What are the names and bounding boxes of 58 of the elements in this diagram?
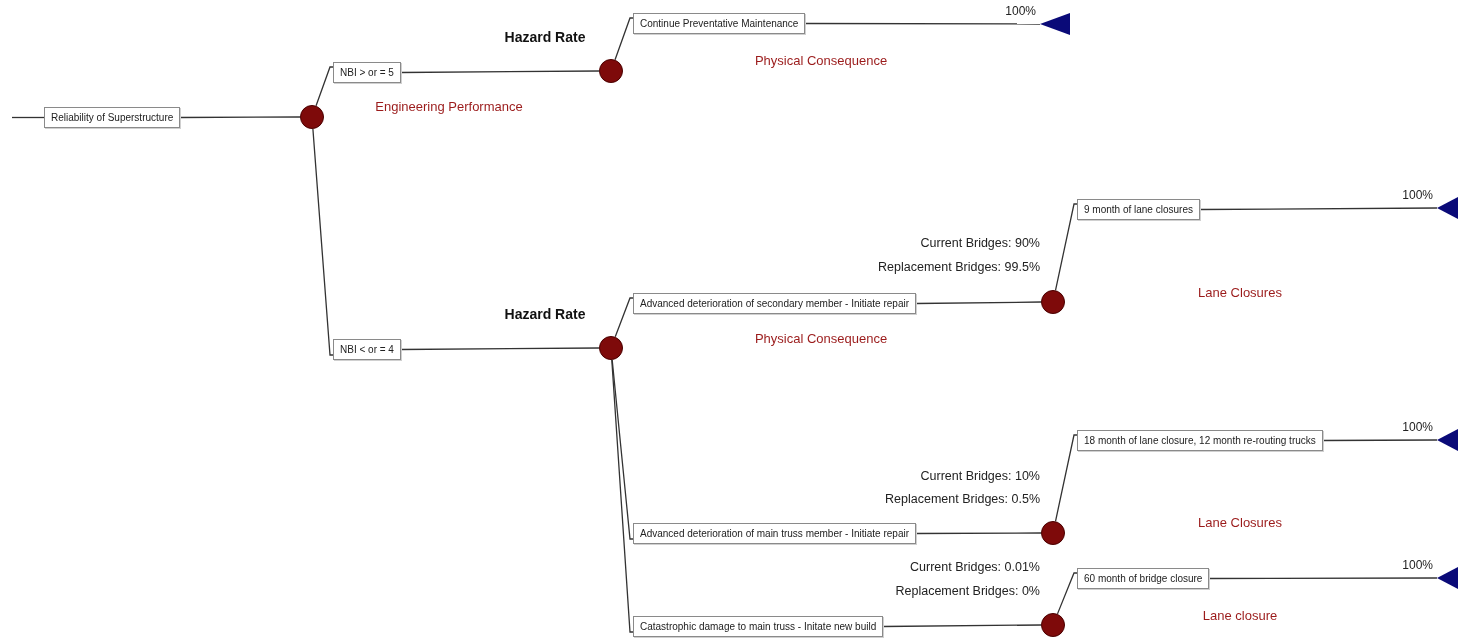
branch-line [614,17,634,61]
probability-label: 100% [1402,188,1433,202]
branch-line [614,297,634,338]
probability-label: Replacement Bridges: 0.5% [885,492,1040,506]
chance-node [599,59,623,83]
branch-line [804,22,1041,25]
branch-line [915,301,1042,305]
branch-line [882,624,1042,628]
category-label: Physical Consequence [754,331,888,346]
branch-line [1056,572,1078,615]
outcome-box: Reliability of Superstructure [44,107,181,128]
category-label: Lane closure [1202,608,1278,623]
probability-label: Replacement Bridges: 99.5% [878,260,1040,274]
chance-node [1041,613,1065,637]
end-node-triangle [1437,429,1458,451]
probability-label: Replacement Bridges: 0% [895,584,1040,598]
probability-label: Current Bridges: 90% [920,236,1040,250]
category-label: Physical Consequence [754,53,888,68]
outcome-box: NBI < or = 4 [333,339,401,360]
branch-line [11,116,45,119]
outcome-box: 9 month of lane closures [1077,199,1200,220]
probability-label: 100% [1402,420,1433,434]
branch-line [312,128,334,356]
branch-line [1199,207,1438,211]
branch-line [611,359,634,540]
outcome-box: Advanced deterioration of main truss member - Initiate repair [633,523,916,544]
chance-node [1041,521,1065,545]
stage-heading: Hazard Rate [504,306,586,322]
branch-line [315,66,334,107]
chance-node [1041,290,1065,314]
branch-line [400,347,600,351]
chance-node [599,336,623,360]
probability-label: 100% [1402,558,1433,572]
outcome-box: 18 month of lane closure, 12 month re-routing trucks [1077,430,1323,451]
branch-line [915,532,1042,535]
branch-line [1054,434,1078,522]
end-node-triangle [1437,197,1458,219]
outcome-box: 60 month of bridge closure [1077,568,1210,589]
chance-node [300,105,324,129]
branch-line [1322,439,1438,442]
outcome-box: Advanced deterioration of secondary member - Initiate repair [633,293,917,314]
end-node-triangle [1437,567,1458,589]
end-node-triangle [1040,13,1070,35]
category-label: Lane Closures [1198,285,1282,300]
category-label: Lane Closures [1198,515,1282,530]
stage-heading: Hazard Rate [504,29,586,45]
outcome-box: Catastrophic damage to main truss - Initate new build [633,616,884,637]
probability-label: Current Bridges: 10% [920,469,1040,483]
probability-label: Current Bridges: 0.01% [910,560,1040,574]
outcome-box: NBI > or = 5 [333,62,401,83]
outcome-box: Continue Preventative Maintenance [633,13,806,34]
probability-label: 100% [1005,4,1036,18]
branch-line [1054,203,1078,291]
branch-line [1208,577,1438,580]
branch-line [400,70,600,74]
category-label: Engineering Performance [375,99,523,114]
branch-line [179,116,301,119]
branch-line [611,359,634,633]
